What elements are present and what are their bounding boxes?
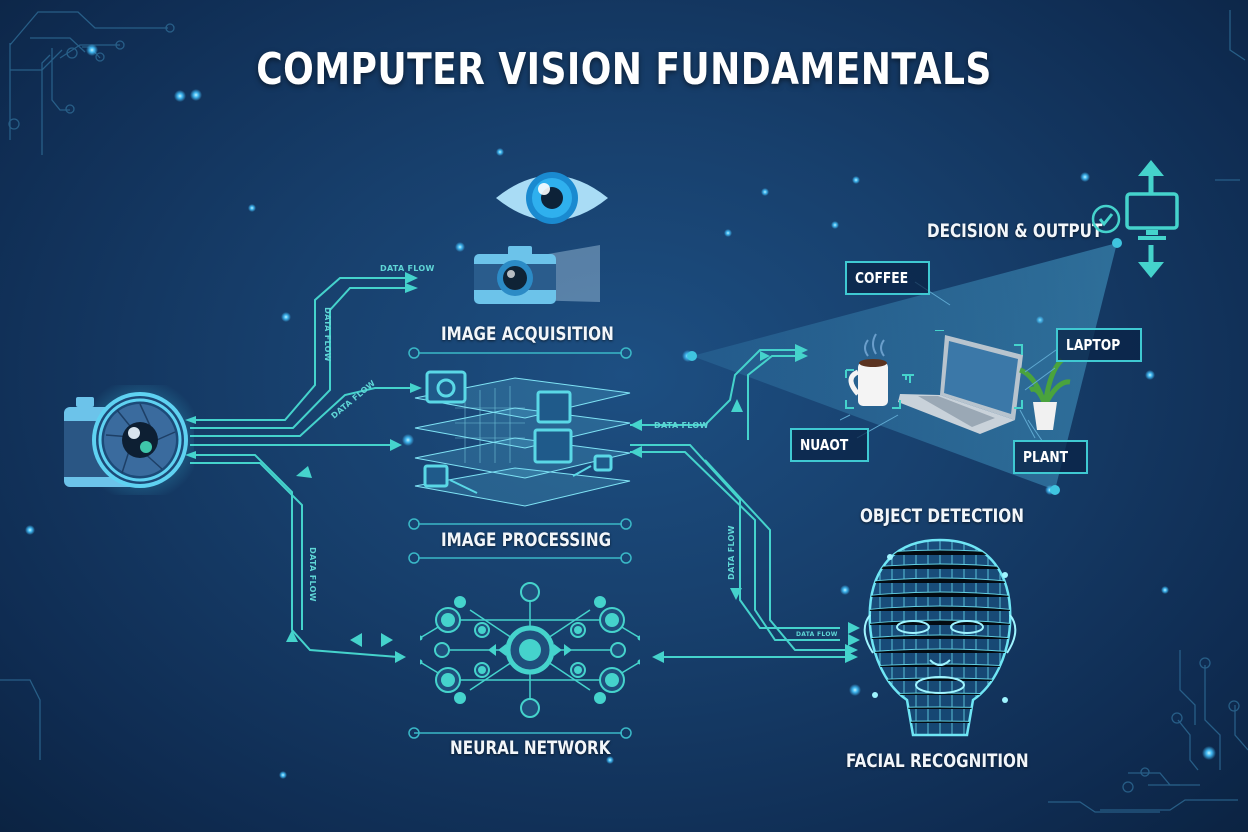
- label-neural-network: NEURAL NETWORK: [450, 737, 611, 759]
- neural-network-icon: [420, 582, 640, 718]
- camera-icon: [474, 245, 600, 304]
- eye-icon: [496, 172, 608, 224]
- monitor-icon[interactable]: [1124, 192, 1180, 244]
- tag-coffee: COFFEE: [845, 261, 930, 295]
- flow-label-right-middle: DATA FLOW: [654, 421, 709, 430]
- face-wireframe-icon: [863, 538, 1017, 737]
- check-circle-icon: [1091, 204, 1121, 234]
- page-title: COMPUTER VISION FUNDAMENTALS: [256, 44, 992, 95]
- plant-icon: [1019, 358, 1071, 430]
- label-object-detection: OBJECT DETECTION: [860, 505, 1024, 527]
- camera-lens-icon[interactable]: [62, 385, 194, 495]
- label-decision-output: DECISION & OUTPUT: [927, 220, 1103, 242]
- tag-unknown: NUAOT: [790, 428, 869, 462]
- coffee-mug-icon: [848, 333, 888, 406]
- laptop-icon: [898, 335, 1023, 434]
- label-image-processing: IMAGE PROCESSING: [441, 529, 612, 551]
- flow-label-top: DATA FLOW: [380, 264, 435, 273]
- flow-label-bottom-right: DATA FLOW: [796, 631, 838, 638]
- detection-scene: [840, 330, 1071, 440]
- tag-laptop: LAPTOP: [1056, 328, 1143, 362]
- tag-plant: PLANT: [1013, 440, 1088, 474]
- label-image-acquisition: IMAGE ACQUISITION: [441, 323, 614, 345]
- label-facial-recognition: FACIAL RECOGNITION: [846, 750, 1029, 772]
- image-processing-layers: [414, 370, 631, 507]
